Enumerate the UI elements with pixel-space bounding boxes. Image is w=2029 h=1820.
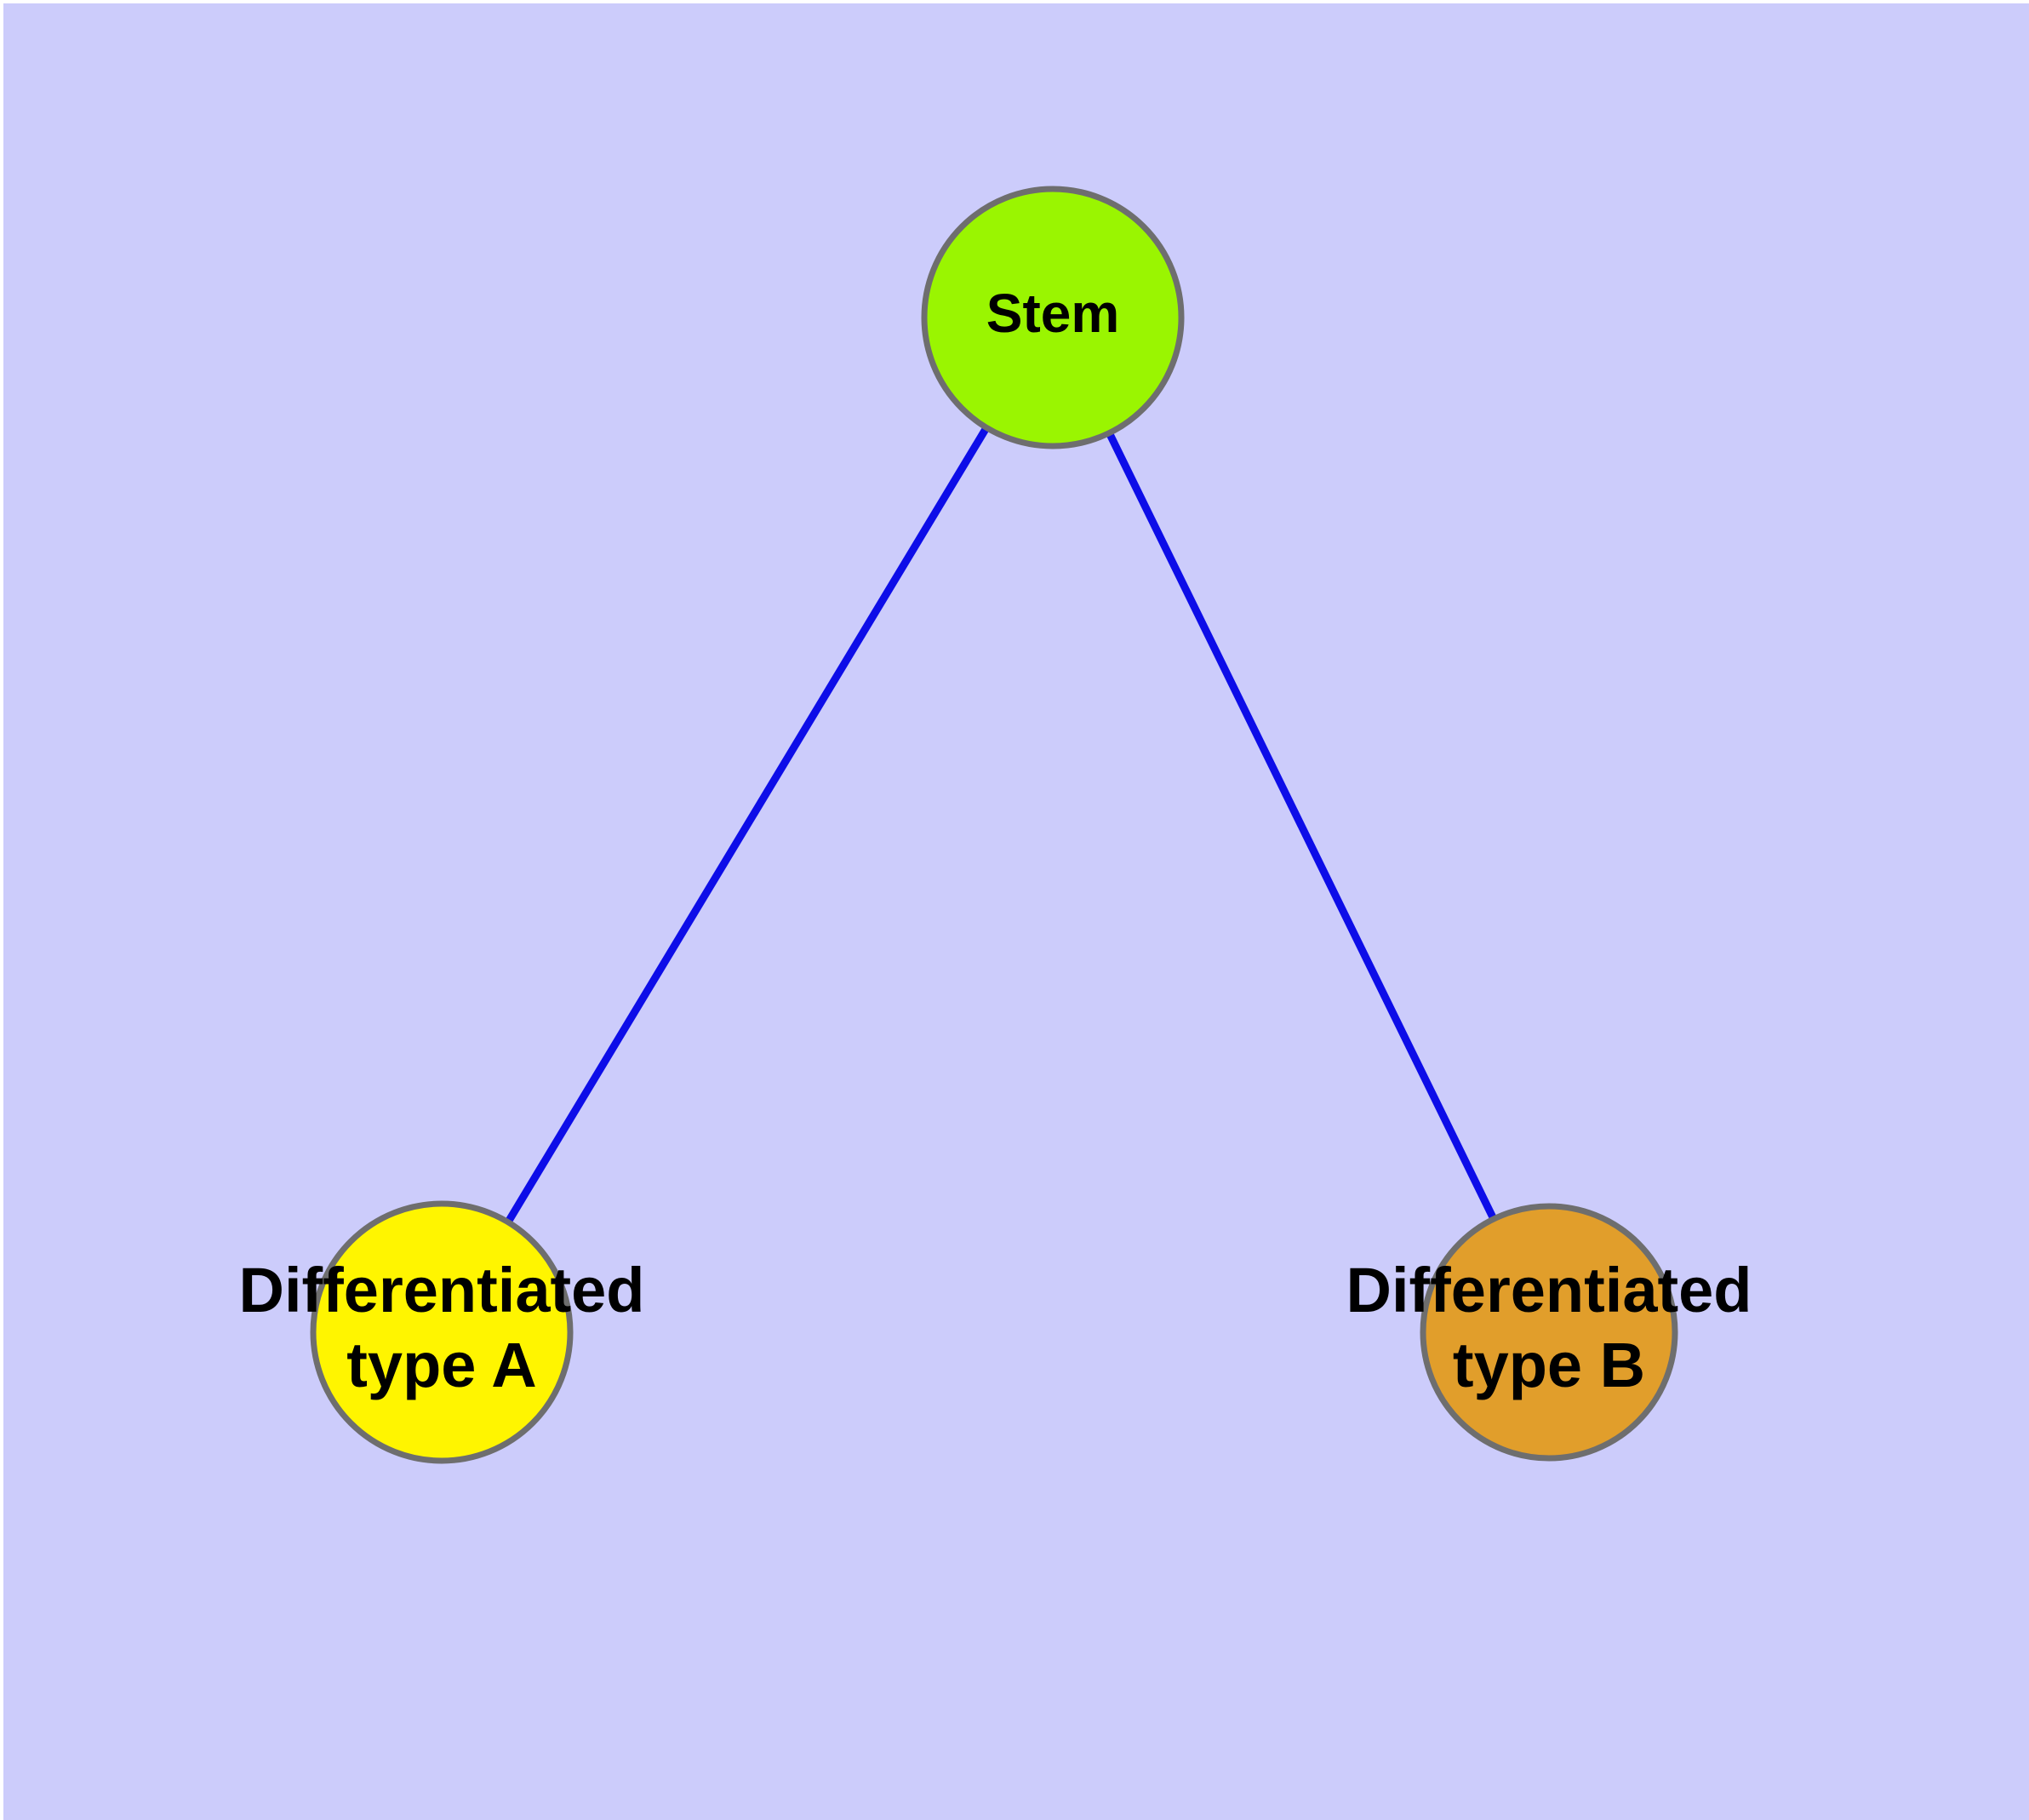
node-circle-differentiated-type-b[interactable]: [1420, 1203, 1678, 1462]
node-label-line: Differentiated: [239, 1255, 645, 1325]
node-label-line: type A: [346, 1330, 536, 1400]
node-label-line: Differentiated: [1346, 1255, 1752, 1325]
node-label-line: type B: [1453, 1330, 1645, 1400]
edge-stem-to-differentiated-type-a[interactable]: [505, 426, 990, 1224]
edge-stem-to-differentiated-type-b[interactable]: [1106, 431, 1498, 1222]
node-circle-differentiated-type-a[interactable]: [310, 1200, 574, 1464]
node-stem[interactable]: Stem: [921, 186, 1185, 449]
node-circle-stem[interactable]: [921, 186, 1185, 449]
edge-layer: [505, 426, 1498, 1224]
node-label-line: Stem: [986, 283, 1120, 344]
node-label-stem: Stem: [986, 283, 1120, 344]
